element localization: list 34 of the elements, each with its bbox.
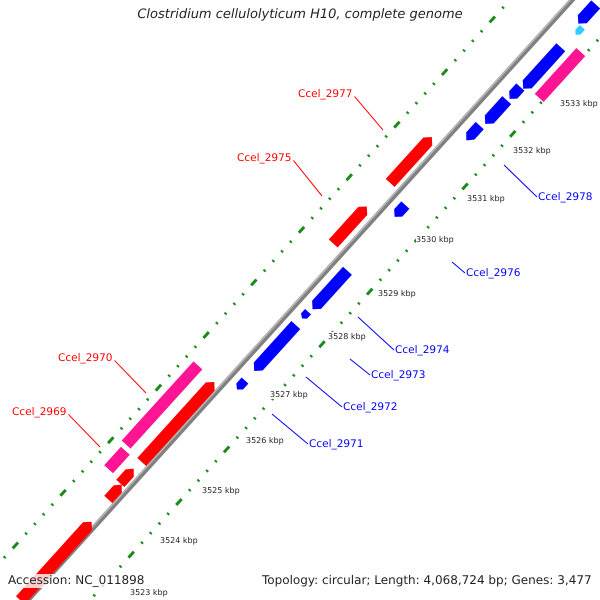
- gene-label: Ccel_2978: [538, 191, 592, 204]
- leader-line: [272, 414, 308, 445]
- scale-label: 3533 kbp: [560, 99, 598, 108]
- scale-label: 3531 kbp: [467, 194, 505, 204]
- gene-label: Ccel_2973: [371, 369, 426, 382]
- scale-label: 3524 kbp: [160, 536, 198, 546]
- leader-line: [358, 316, 394, 351]
- gene-label: Ccel_2975: [237, 152, 292, 164]
- scale-label: 3530 kbp: [416, 235, 454, 244]
- gene-label: Ccel_2977: [298, 88, 352, 100]
- scale-label: 3525 kbp: [202, 486, 240, 496]
- gene-label: Ccel_2969: [12, 406, 66, 418]
- gene-label: Ccel_2974: [395, 344, 450, 356]
- title: Clostridium cellulolyticum H10, complete genome: [136, 8, 464, 23]
- scale-label: 3523 kbp: [130, 588, 168, 598]
- leader-line: [68, 414, 100, 448]
- scale-label: 3528 kbp: [328, 332, 366, 342]
- leader-line: [350, 358, 370, 376]
- leader-line: [114, 360, 146, 394]
- scale-label: 3526 kbp: [246, 436, 284, 446]
- gene-label: Ccel_2970: [58, 352, 112, 364]
- genome-stats-text: Topology: circular; Length: 4,068,724 bp; Genes: 3,477: [262, 574, 592, 588]
- scale-label: 3527 kbp: [270, 390, 308, 400]
- scale-label: 3529 kbp: [378, 289, 416, 298]
- scale-label: 3532 kbp: [513, 146, 551, 156]
- gene-label: Ccel_2971: [309, 438, 364, 450]
- leader-line: [354, 96, 384, 130]
- leader-line: [292, 160, 322, 196]
- accession-text: Accession: NC_011898: [8, 574, 144, 588]
- gene-label: Ccel_2976: [466, 267, 520, 280]
- leader-line: [306, 376, 342, 408]
- gene-label: Ccel_2972: [343, 401, 398, 414]
- leader-line: [504, 164, 538, 198]
- leader-line: [452, 262, 466, 274]
